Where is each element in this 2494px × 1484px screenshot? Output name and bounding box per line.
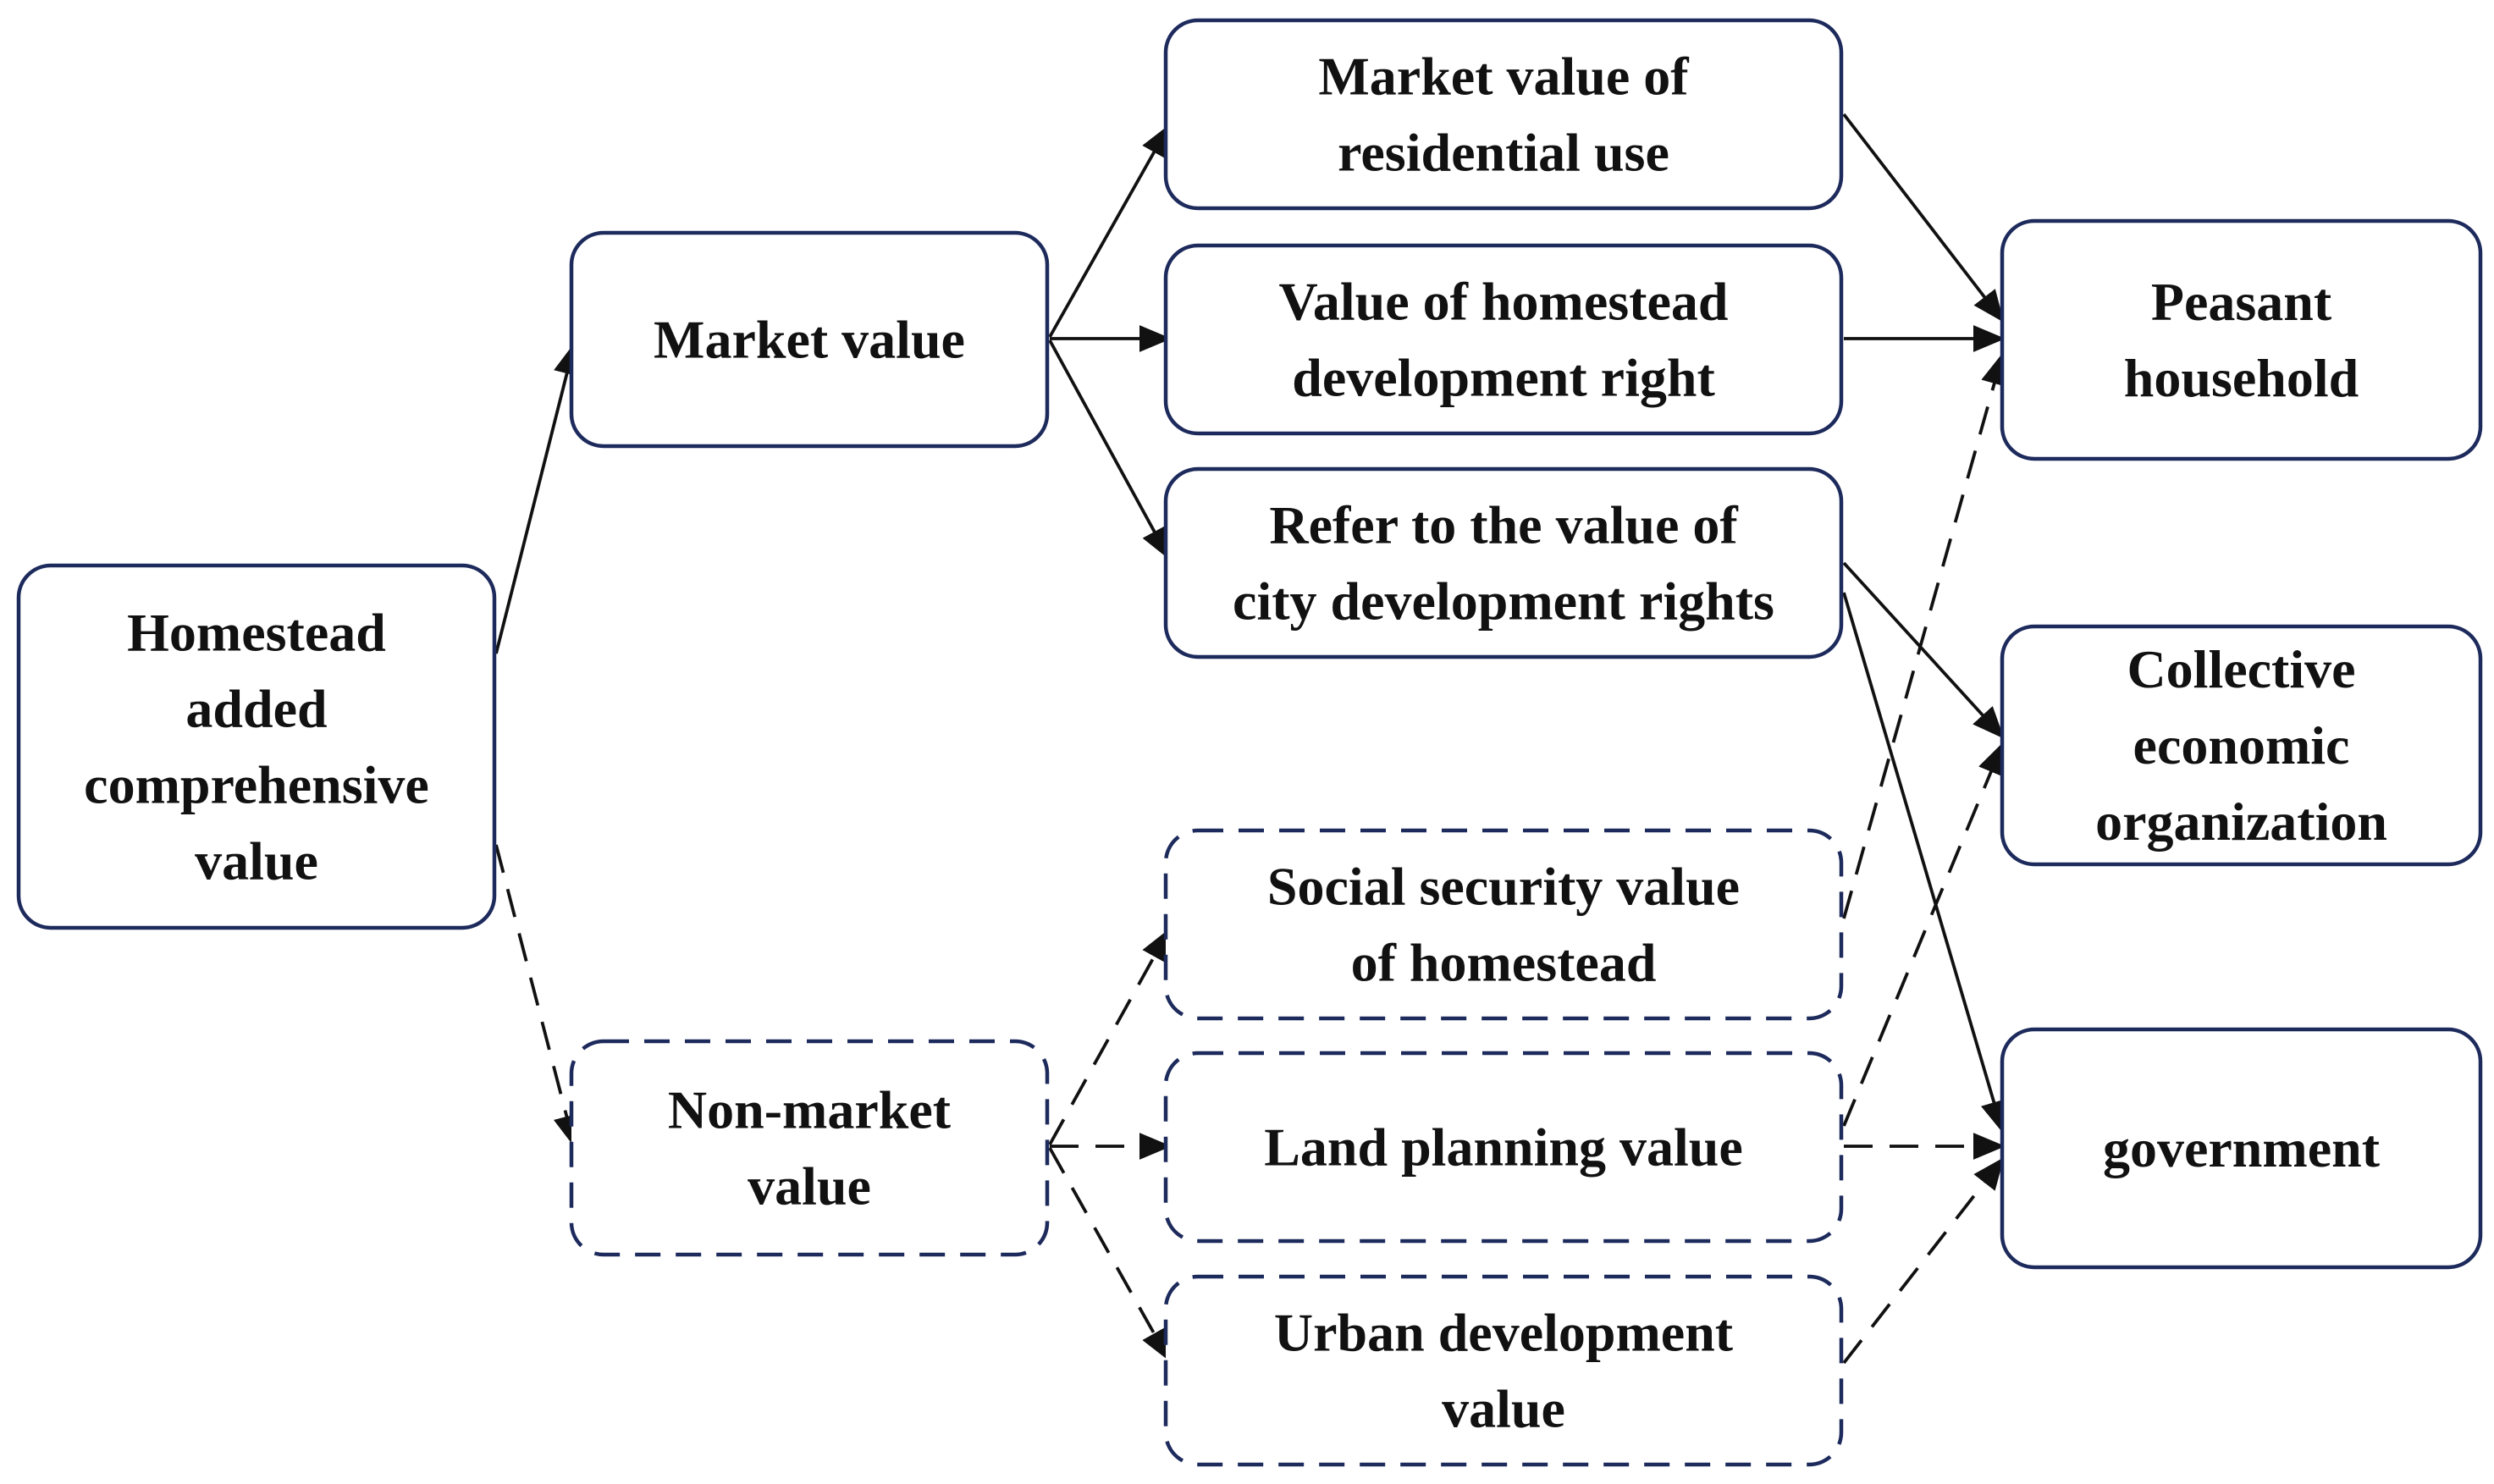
node-vhd: Value of homestead development right bbox=[1163, 243, 1844, 436]
node-ceo: Collective economic organization bbox=[2000, 624, 2483, 867]
node-vhd-label-line: Value of homestead bbox=[1279, 272, 1729, 332]
node-lpv-label-line: Land planning value bbox=[1264, 1117, 1743, 1178]
arrow-lpv-to-ceo bbox=[1842, 742, 2004, 1127]
node-ssv: Social security value of homestead bbox=[1163, 828, 1844, 1021]
node-ssv-box bbox=[1163, 828, 1844, 1021]
node-mvr-label-line: residential use bbox=[1338, 123, 1669, 183]
node-rcd: Refer to the value of city development ri… bbox=[1163, 466, 1844, 659]
node-ssv-label-line: of homestead bbox=[1351, 933, 1657, 993]
node-root: Homestead added comprehensive value bbox=[16, 563, 497, 930]
node-ceo-label-line: organization bbox=[2095, 792, 2387, 852]
node-gov-box bbox=[2000, 1027, 2483, 1270]
node-root-box bbox=[16, 563, 497, 930]
arrow-root-to-nmv bbox=[494, 844, 580, 1148]
arrow-root-to-mv bbox=[494, 342, 581, 654]
node-udv: Urban development value bbox=[1163, 1274, 1844, 1467]
arrow-ssv-to-ph bbox=[1842, 352, 2008, 919]
arrow-udv-to-gov bbox=[1842, 1157, 2005, 1365]
node-udv-label-line: value bbox=[1442, 1379, 1565, 1439]
node-ceo-label-line: Collective bbox=[2127, 639, 2355, 699]
node-mvr-box bbox=[1163, 18, 1844, 211]
arrow-nmv-to-udv bbox=[1048, 1147, 1170, 1362]
node-nmv-box bbox=[569, 1039, 1050, 1257]
node-ph: Peasant household bbox=[2000, 218, 2483, 461]
node-ssv-label-line: Social security value bbox=[1267, 857, 1740, 917]
node-udv-label-line: Urban development bbox=[1274, 1303, 1734, 1363]
node-nmv: Non-market value bbox=[569, 1039, 1050, 1257]
node-ph-label-line: Peasant bbox=[2151, 272, 2332, 332]
node-vhd-box bbox=[1163, 243, 1844, 436]
arrow-rcd-to-gov bbox=[1842, 592, 2007, 1134]
node-root-label-line: added bbox=[185, 679, 327, 739]
node-root-label-line: Homestead bbox=[127, 603, 386, 663]
node-ceo-box bbox=[2000, 624, 2483, 867]
node-lpv-box bbox=[1163, 1051, 1844, 1244]
node-layer: Homestead added comprehensive value Market v… bbox=[16, 18, 2483, 1467]
node-nmv-label-line: Non-market bbox=[668, 1080, 952, 1140]
node-mvr-label-line: Market value of bbox=[1318, 47, 1689, 107]
node-rcd-label-line: Refer to the value of bbox=[1269, 495, 1738, 555]
node-mv-label-line: Market value bbox=[654, 310, 965, 370]
node-ceo-label-line: economic bbox=[2133, 715, 2350, 775]
node-gov: government bbox=[2000, 1027, 2483, 1270]
arrow-mv-to-mvr bbox=[1048, 124, 1170, 338]
node-root-label-line: value bbox=[195, 831, 318, 891]
node-nmv-label-line: value bbox=[748, 1156, 871, 1216]
node-ph-label-line: household bbox=[2124, 348, 2359, 408]
node-rcd-label-line: city development rights bbox=[1233, 571, 1774, 632]
node-gov-label-line: government bbox=[2103, 1118, 2381, 1178]
node-udv-box bbox=[1163, 1274, 1844, 1467]
node-mv: Market value bbox=[569, 230, 1050, 449]
connector-layer bbox=[494, 113, 2008, 1365]
arrow-nmv-to-ssv bbox=[1048, 928, 1170, 1145]
node-mv-box bbox=[569, 230, 1050, 449]
node-root-label-line: comprehensive bbox=[84, 755, 429, 815]
node-rcd-box bbox=[1163, 466, 1844, 659]
arrow-mvr-to-ph bbox=[1842, 113, 2005, 323]
arrow-mv-to-rcd bbox=[1048, 339, 1170, 560]
arrow-rcd-to-ceo bbox=[1842, 561, 2005, 739]
node-mvr: Market value of residential use bbox=[1163, 18, 1844, 211]
node-vhd-label-line: development right bbox=[1292, 348, 1715, 408]
node-ph-box bbox=[2000, 218, 2483, 461]
node-lpv: Land planning value bbox=[1163, 1051, 1844, 1244]
